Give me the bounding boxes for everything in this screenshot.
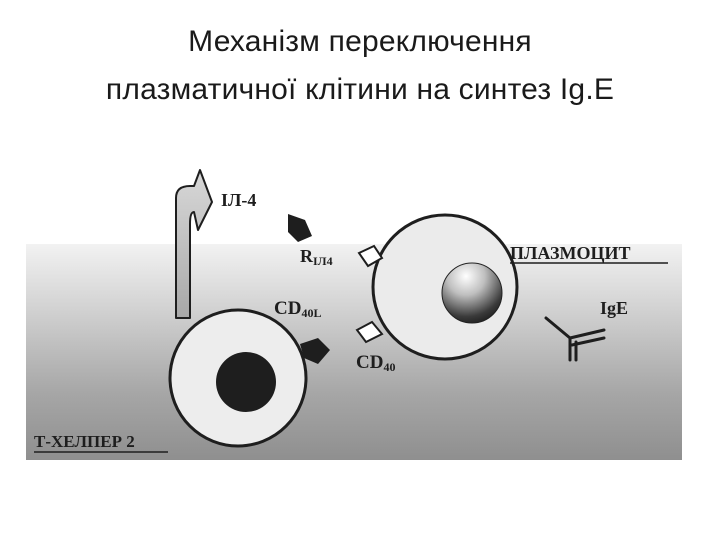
t-helper-label: Т-ХЕЛПЕР 2 (34, 432, 135, 451)
diagram-background (26, 240, 682, 460)
t-helper-nucleus (216, 352, 276, 412)
receptor-label-sub: ІЛ4 (313, 254, 333, 268)
il4-label: ІЛ-4 (221, 190, 256, 210)
ige-label: IgE (600, 298, 628, 318)
diagram-background-top (26, 160, 682, 244)
cd40-label-main: CD (356, 352, 383, 373)
receptor-label-main: R (300, 246, 314, 266)
cd40l-label-sub: 40L (301, 306, 321, 320)
cd40-label-sub: 40 (383, 360, 395, 374)
cd40l-label-main: CD (274, 298, 301, 319)
plasmocyte-nucleus (442, 263, 502, 323)
plasmocyte-label: ПЛАЗМОЦИТ (510, 243, 630, 263)
